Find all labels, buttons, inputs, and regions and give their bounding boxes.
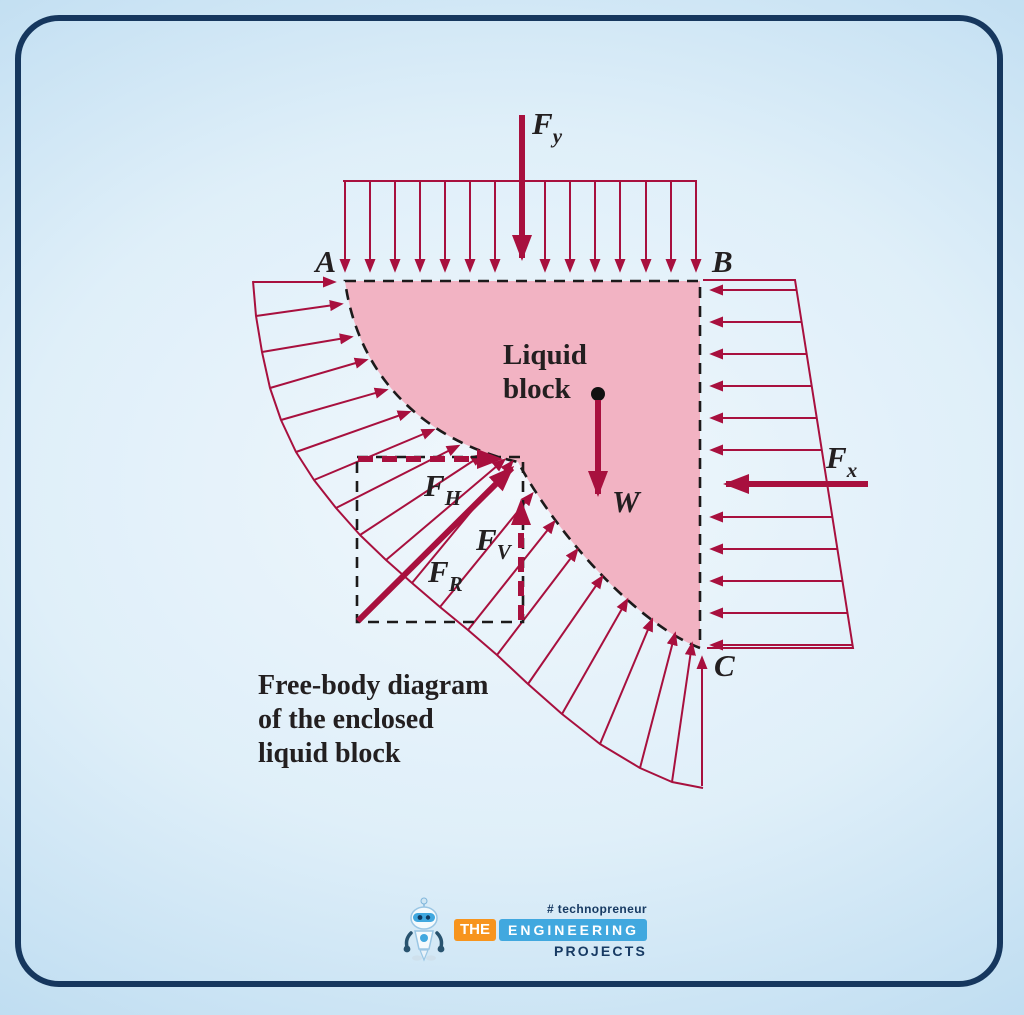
logo-the-badge: THE (454, 918, 496, 941)
diagram-caption: Free-body diagram of the enclosed liquid… (258, 670, 488, 769)
engineering-projects-logo: # technopreneur THE ENGINEERING PROJECTS (401, 897, 648, 963)
pressure-arrow (561, 597, 629, 715)
pressure-arrow (496, 547, 579, 656)
logo-projects-text: PROJECTS (553, 942, 648, 959)
pressure-arrow (295, 410, 412, 453)
pressure-arrow (280, 387, 389, 421)
liquid-block-label-line2: block (503, 373, 572, 405)
point-c-label: C (714, 648, 735, 683)
pressure-arrow (599, 617, 654, 745)
force-fr-arrow (355, 465, 515, 624)
block-dashed-boundary (343, 279, 702, 650)
liquid-block-label-line1: Liquid (503, 339, 587, 371)
right-pressure-envelope (703, 279, 855, 649)
pressure-arrow (385, 458, 507, 561)
logo-tagline: # technopreneur (546, 901, 648, 916)
pressure-arrow (269, 357, 369, 389)
pressure-arrow (313, 428, 436, 481)
pressure-arrow (671, 641, 696, 783)
fan-outer-curve (252, 280, 704, 789)
force-fv-label: FV (475, 522, 513, 564)
pressure-arrow (467, 519, 556, 631)
caption-line2: of the enclosed (258, 704, 434, 735)
logo-engineering-badge: ENGINEERING (499, 918, 648, 941)
weight-dot (591, 387, 605, 401)
pressure-arrow (527, 574, 604, 685)
force-fr-label: FR (427, 554, 463, 596)
caption-line1: Free-body diagram (258, 670, 488, 701)
force-fy-label: Fy (531, 106, 563, 148)
pressure-arrow (261, 333, 354, 353)
logo-badge-row: THE ENGINEERING (454, 918, 648, 941)
point-a-label: A (313, 244, 336, 279)
weight-label: W (612, 484, 642, 519)
top-pressure-distribution (339, 180, 702, 273)
pressure-arrow (359, 453, 485, 536)
right-pressure-distribution (703, 279, 855, 651)
pressure-arrow (639, 631, 678, 769)
force-fx-label: Fx (825, 440, 857, 482)
caption-line3: liquid block (258, 738, 401, 769)
point-b-label: B (711, 244, 733, 279)
force-fh-label: FH (423, 468, 462, 510)
logo-text-block: # technopreneur THE ENGINEERING PROJECTS (454, 901, 648, 959)
robot-mascot-icon (403, 897, 445, 962)
pressure-arrow (255, 300, 344, 317)
